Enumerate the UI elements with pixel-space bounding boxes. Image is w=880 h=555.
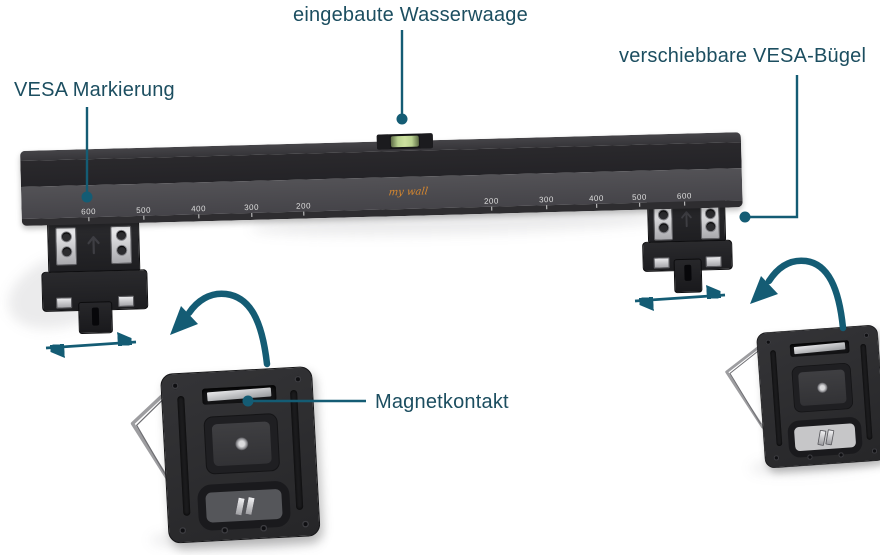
clip-hole <box>61 247 71 257</box>
mounting-clip <box>110 225 133 265</box>
scale-mark: 600 <box>81 207 96 222</box>
level-end-cap <box>376 134 391 150</box>
vesa-plate-right <box>725 324 880 469</box>
slider-upper-plate <box>646 197 727 244</box>
mini-clip <box>117 295 135 307</box>
wire-stand <box>725 345 764 429</box>
slider-center-tab <box>78 301 113 335</box>
screw-hole <box>863 332 870 339</box>
clip-hole <box>705 222 715 232</box>
screw-hole <box>294 375 302 383</box>
curved-arrow-left-icon <box>170 290 271 368</box>
scale-mark: 200 <box>296 201 311 216</box>
screw-hole <box>838 451 845 458</box>
level-end-cap <box>419 133 434 149</box>
screw-hole <box>301 520 310 528</box>
spring-clip <box>244 495 256 517</box>
screw-hole <box>871 448 878 455</box>
side-groove <box>860 343 873 440</box>
screw-hole <box>807 454 813 461</box>
magnet-contact-strip <box>206 387 272 402</box>
tab-slot <box>684 264 692 281</box>
scale-mark: 400 <box>191 204 206 219</box>
label-vesa-marking: VESA Markierung <box>14 79 175 101</box>
screw-hole <box>765 339 772 346</box>
scale-mark: 200 <box>484 196 499 211</box>
clip-hole <box>116 245 126 255</box>
side-groove <box>290 389 304 511</box>
double-arrow-left-icon <box>45 342 137 348</box>
pointer-dot <box>739 211 751 223</box>
brand-logo: my wall <box>387 186 429 199</box>
arrow-up-emboss-icon <box>679 208 694 233</box>
vesa-slider-left <box>40 219 149 335</box>
pointer-dot <box>396 113 408 125</box>
clip-hole <box>658 223 668 233</box>
slider-center-tab <box>673 258 703 294</box>
clip-hole <box>705 209 715 219</box>
screw-hole <box>179 526 187 535</box>
scale-mark: 400 <box>589 194 604 208</box>
vesa-recess <box>791 362 854 413</box>
tab-slot <box>91 307 100 326</box>
vesa-bracket-pointer <box>739 75 799 223</box>
center-hole <box>816 382 828 394</box>
mini-clip <box>705 255 722 268</box>
label-magnet-contact: Magnetkontakt <box>375 391 509 413</box>
magnet-slot <box>201 384 277 405</box>
recess-inner <box>211 421 272 467</box>
vesa-slider-right <box>641 197 735 294</box>
label-vesa-bracket: verschiebbare VESA-Bügel <box>619 45 867 67</box>
screw-hole <box>773 454 780 461</box>
slider-lower-plate <box>41 269 149 335</box>
spring-clip <box>825 429 835 446</box>
plate-body <box>756 324 880 469</box>
scale-mark: 300 <box>244 203 259 217</box>
mini-clip <box>55 297 73 309</box>
side-groove <box>177 395 191 516</box>
slider-upper-plate <box>46 219 141 274</box>
plate-body <box>160 366 321 544</box>
recess-inner <box>798 369 847 407</box>
arrow-up-emboss-icon <box>85 233 102 260</box>
side-groove <box>770 350 783 447</box>
scale-mark: 500 <box>136 206 151 220</box>
mounting-clip <box>653 205 674 241</box>
handle-cutout <box>196 480 292 532</box>
screw-hole <box>221 526 229 535</box>
slider-lower-plate <box>642 239 733 294</box>
clip-hole <box>116 230 126 241</box>
scale-mark: 600 <box>677 191 692 206</box>
mounting-clip <box>700 203 721 240</box>
curved-arrow-right-icon <box>750 257 847 332</box>
scale-mark: 500 <box>632 193 647 207</box>
clip-hole <box>658 210 668 220</box>
magnet-contact-strip <box>793 342 846 355</box>
screw-hole <box>171 382 179 390</box>
vesa-plate-left <box>130 366 321 544</box>
wire-stand <box>130 387 174 488</box>
vesa-recess <box>203 412 281 475</box>
level-vial <box>390 135 420 148</box>
center-hole <box>234 436 249 451</box>
mounting-clip <box>55 227 78 266</box>
magnet-slot <box>789 340 850 358</box>
scale-mark: 300 <box>539 195 554 210</box>
spirit-level-pointer <box>396 30 408 125</box>
mini-clip <box>653 257 670 269</box>
spirit-level <box>376 133 434 150</box>
label-spirit-level: eingebaute Wasserwaage <box>293 4 528 26</box>
double-arrow-right-icon <box>634 295 726 301</box>
clip-hole <box>61 232 71 242</box>
screw-hole <box>260 524 268 532</box>
handle-cutout <box>787 416 864 459</box>
